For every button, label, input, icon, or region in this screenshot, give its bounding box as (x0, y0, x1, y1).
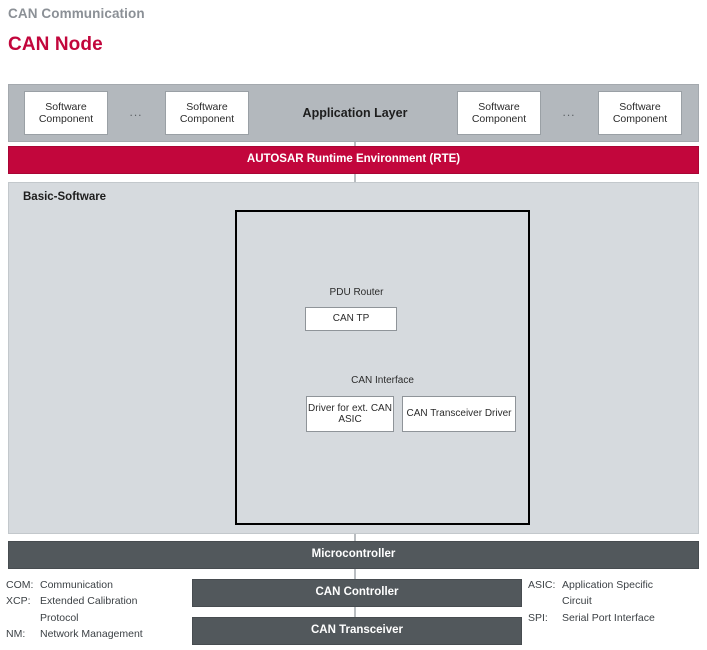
can-tp-label: CAN TP (332, 313, 370, 325)
connector-line-mcu-canctrl (354, 568, 356, 580)
legend-row: ASIC: Application Specific (528, 577, 703, 593)
can-transceiver-label: CAN Transceiver (310, 624, 404, 637)
legend-row: COM: Communication (6, 577, 186, 593)
can-transceiver-driver-label: CAN Transceiver Driver (406, 408, 512, 420)
microcontroller-bar[interactable]: Microcontroller (8, 541, 699, 569)
software-component-label: Software Component (179, 100, 235, 125)
legend-right: ASIC: Application Specific Circuit SPI: … (528, 577, 703, 626)
software-component-4[interactable]: Software Component (598, 91, 682, 135)
software-component-3[interactable]: Software Component (457, 91, 541, 135)
pdu-router-label: PDU Router (329, 287, 384, 299)
rte-label: AUTOSAR Runtime Environment (RTE) (246, 153, 461, 166)
legend-row: SPI: Serial Port Interface (528, 610, 703, 626)
legend-abbr: ASIC: (528, 579, 556, 591)
legend-left: COM: Communication XCP: Extended Calibra… (6, 577, 186, 642)
legend-desc: Communication (40, 579, 113, 591)
legend-row: Protocol (6, 610, 186, 626)
application-layer-panel (8, 84, 699, 142)
legend-abbr: XCP: (6, 595, 31, 608)
application-layer-title: Application Layer (302, 105, 408, 120)
driver-ext-can-asic-label: Driver for ext. CAN ASIC (308, 402, 392, 426)
legend-row: XCP: Extended Calibration (6, 593, 186, 609)
legend-row: NM: Network Management (6, 626, 186, 642)
basic-software-panel: Basic-Software (8, 182, 699, 534)
software-component-1[interactable]: Software Component (24, 91, 108, 135)
can-transceiver-bar[interactable]: CAN Transceiver (192, 617, 522, 645)
can-interface-label: CAN Interface (351, 375, 414, 387)
can-controller-bar[interactable]: CAN Controller (192, 579, 522, 607)
legend-abbr: SPI: (528, 611, 548, 624)
software-component-label: Software Component (612, 100, 668, 125)
can-interface-label-wrap: CAN Interface (243, 373, 522, 389)
software-component-2[interactable]: Software Component (165, 91, 249, 135)
legend-desc: Network Management (40, 627, 143, 640)
legend-row: Circuit (528, 593, 703, 609)
rte-bar[interactable]: AUTOSAR Runtime Environment (RTE) (8, 146, 699, 174)
legend-abbr (528, 593, 562, 609)
can-controller-label: CAN Controller (315, 586, 399, 599)
can-tp-box[interactable]: CAN TP (305, 307, 397, 331)
ellipsis-label: ... (562, 105, 576, 120)
legend-abbr: NM: (6, 627, 26, 640)
communication-stack-frame (235, 210, 530, 525)
legend-abbr: COM: (6, 579, 34, 591)
ellipsis-label: ... (129, 105, 143, 120)
basic-software-label: Basic-Software (23, 191, 107, 203)
legend-desc: Application Specific (562, 579, 654, 591)
legend-desc: Circuit (562, 595, 592, 608)
application-layer-ellipsis-2: ... (545, 91, 593, 135)
driver-ext-can-asic-box[interactable]: Driver for ext. CAN ASIC (306, 396, 394, 432)
legend-desc: Protocol (40, 611, 79, 624)
legend-abbr (6, 610, 40, 626)
connector-line-canctrl-transceiver (354, 606, 356, 618)
microcontroller-label: Microcontroller (311, 548, 396, 561)
page-title: CAN Node (8, 34, 103, 55)
can-transceiver-driver-box[interactable]: CAN Transceiver Driver (402, 396, 516, 432)
software-component-label: Software Component (38, 100, 94, 125)
application-layer-ellipsis-1: ... (112, 91, 160, 135)
connector-line-rte-bsw (354, 172, 356, 184)
kicker-text: CAN Communication (8, 6, 145, 21)
connector-line-bsw-mcu (354, 530, 356, 542)
pdu-router-label-wrap: PDU Router (243, 286, 470, 300)
application-layer-label: Application Layer (255, 91, 455, 135)
software-component-label: Software Component (471, 100, 527, 125)
legend-desc: Extended Calibration (40, 595, 138, 608)
legend-desc: Serial Port Interface (562, 611, 655, 624)
